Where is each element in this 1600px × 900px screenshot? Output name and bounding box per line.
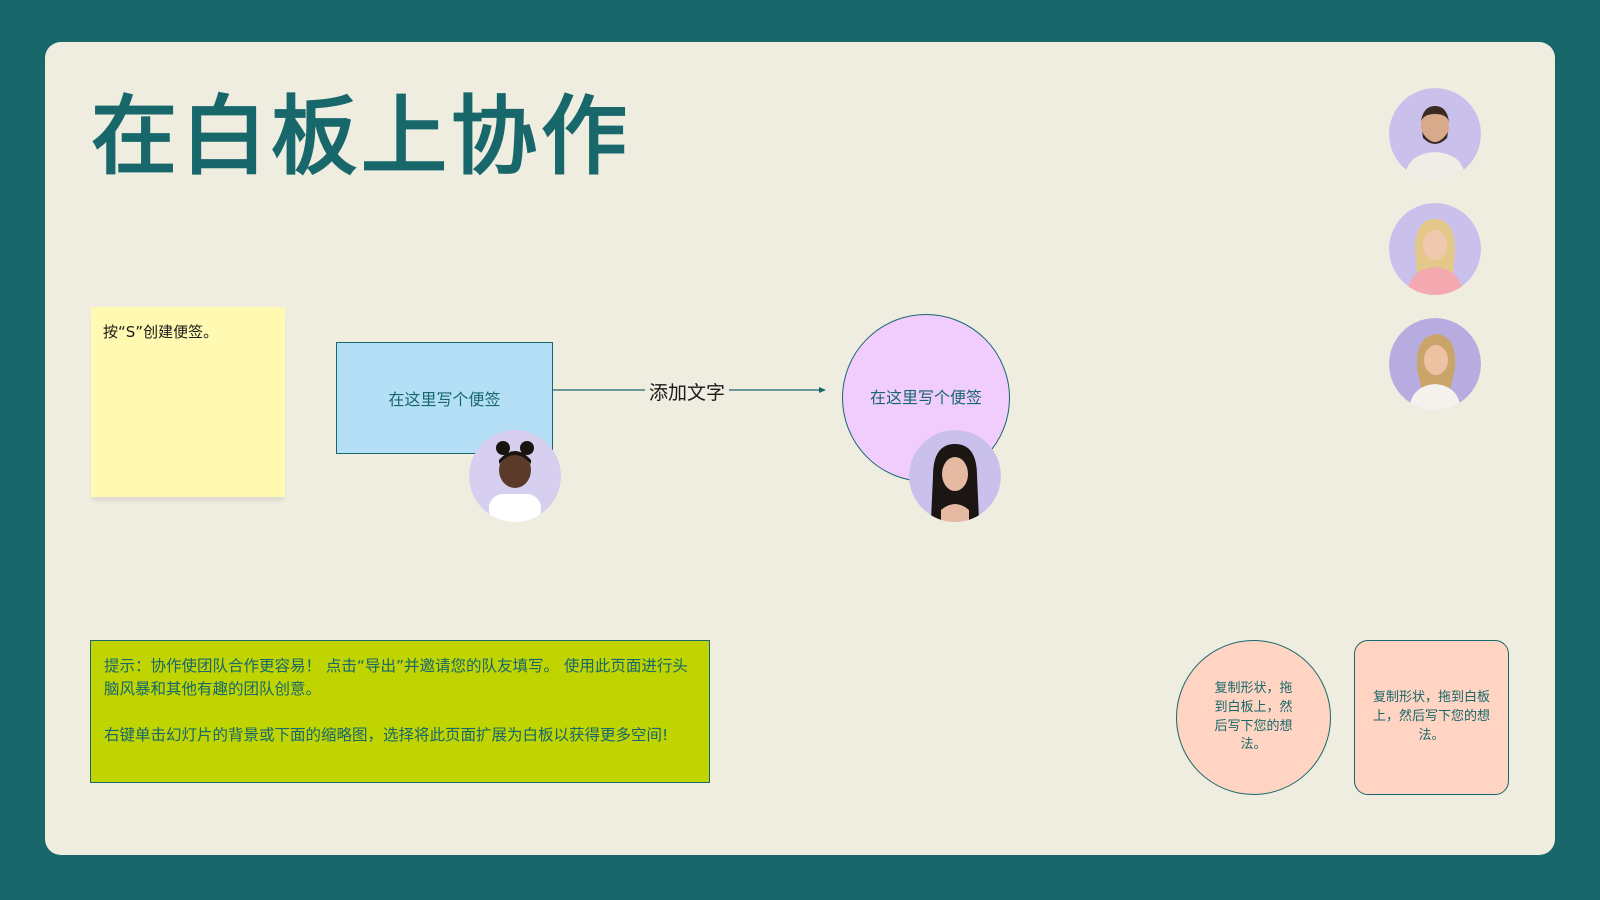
user-avatar-icon[interactable]: [909, 430, 1001, 522]
page-title: 在白板上协作: [91, 87, 631, 187]
tip-text-1: 提示：协作使团队合作更容易！ 点击“导出”并邀请您的队友填写。 使用此页面进行头…: [104, 657, 688, 699]
sticky-note-yellow[interactable]: 按“S”创建便签。: [91, 307, 285, 497]
sticky-note-text: 按“S”创建便签。: [103, 323, 219, 341]
whiteboard-canvas[interactable]: 在白板上协作 按“S”创建便签。 在这里写个便签 添加文字 在这里写个便签: [45, 42, 1555, 855]
user-avatar-icon[interactable]: [1389, 88, 1481, 180]
user-avatar-icon[interactable]: [1389, 203, 1481, 295]
template-circle-text: 复制形状，拖到白板上，然后写下您的想法。: [1214, 680, 1293, 753]
user-avatar-icon[interactable]: [1389, 318, 1481, 410]
rectangle-note[interactable]: 在这里写个便签: [336, 342, 553, 454]
rectangle-note-text: 在这里写个便签: [388, 390, 501, 409]
arrow-icon: [819, 387, 826, 393]
user-avatar-icon[interactable]: [469, 430, 561, 522]
template-rounded-rect-shape[interactable]: 复制形状，拖到白板上，然后写下您的想法。: [1354, 640, 1509, 795]
tip-box[interactable]: 提示：协作使团队合作更容易！ 点击“导出”并邀请您的队友填写。 使用此页面进行头…: [90, 640, 710, 783]
tip-text-2: 右键单击幻灯片的背景或下面的缩略图，选择将此页面扩展为白板以获得更多空间!: [104, 725, 669, 744]
template-rect-text: 复制形状，拖到白板上，然后写下您的想法。: [1372, 690, 1490, 743]
connector-label[interactable]: 添加文字: [645, 378, 730, 405]
template-circle-shape[interactable]: 复制形状，拖到白板上，然后写下您的想法。: [1176, 640, 1331, 795]
circle-note-text: 在这里写个便签: [869, 387, 982, 407]
